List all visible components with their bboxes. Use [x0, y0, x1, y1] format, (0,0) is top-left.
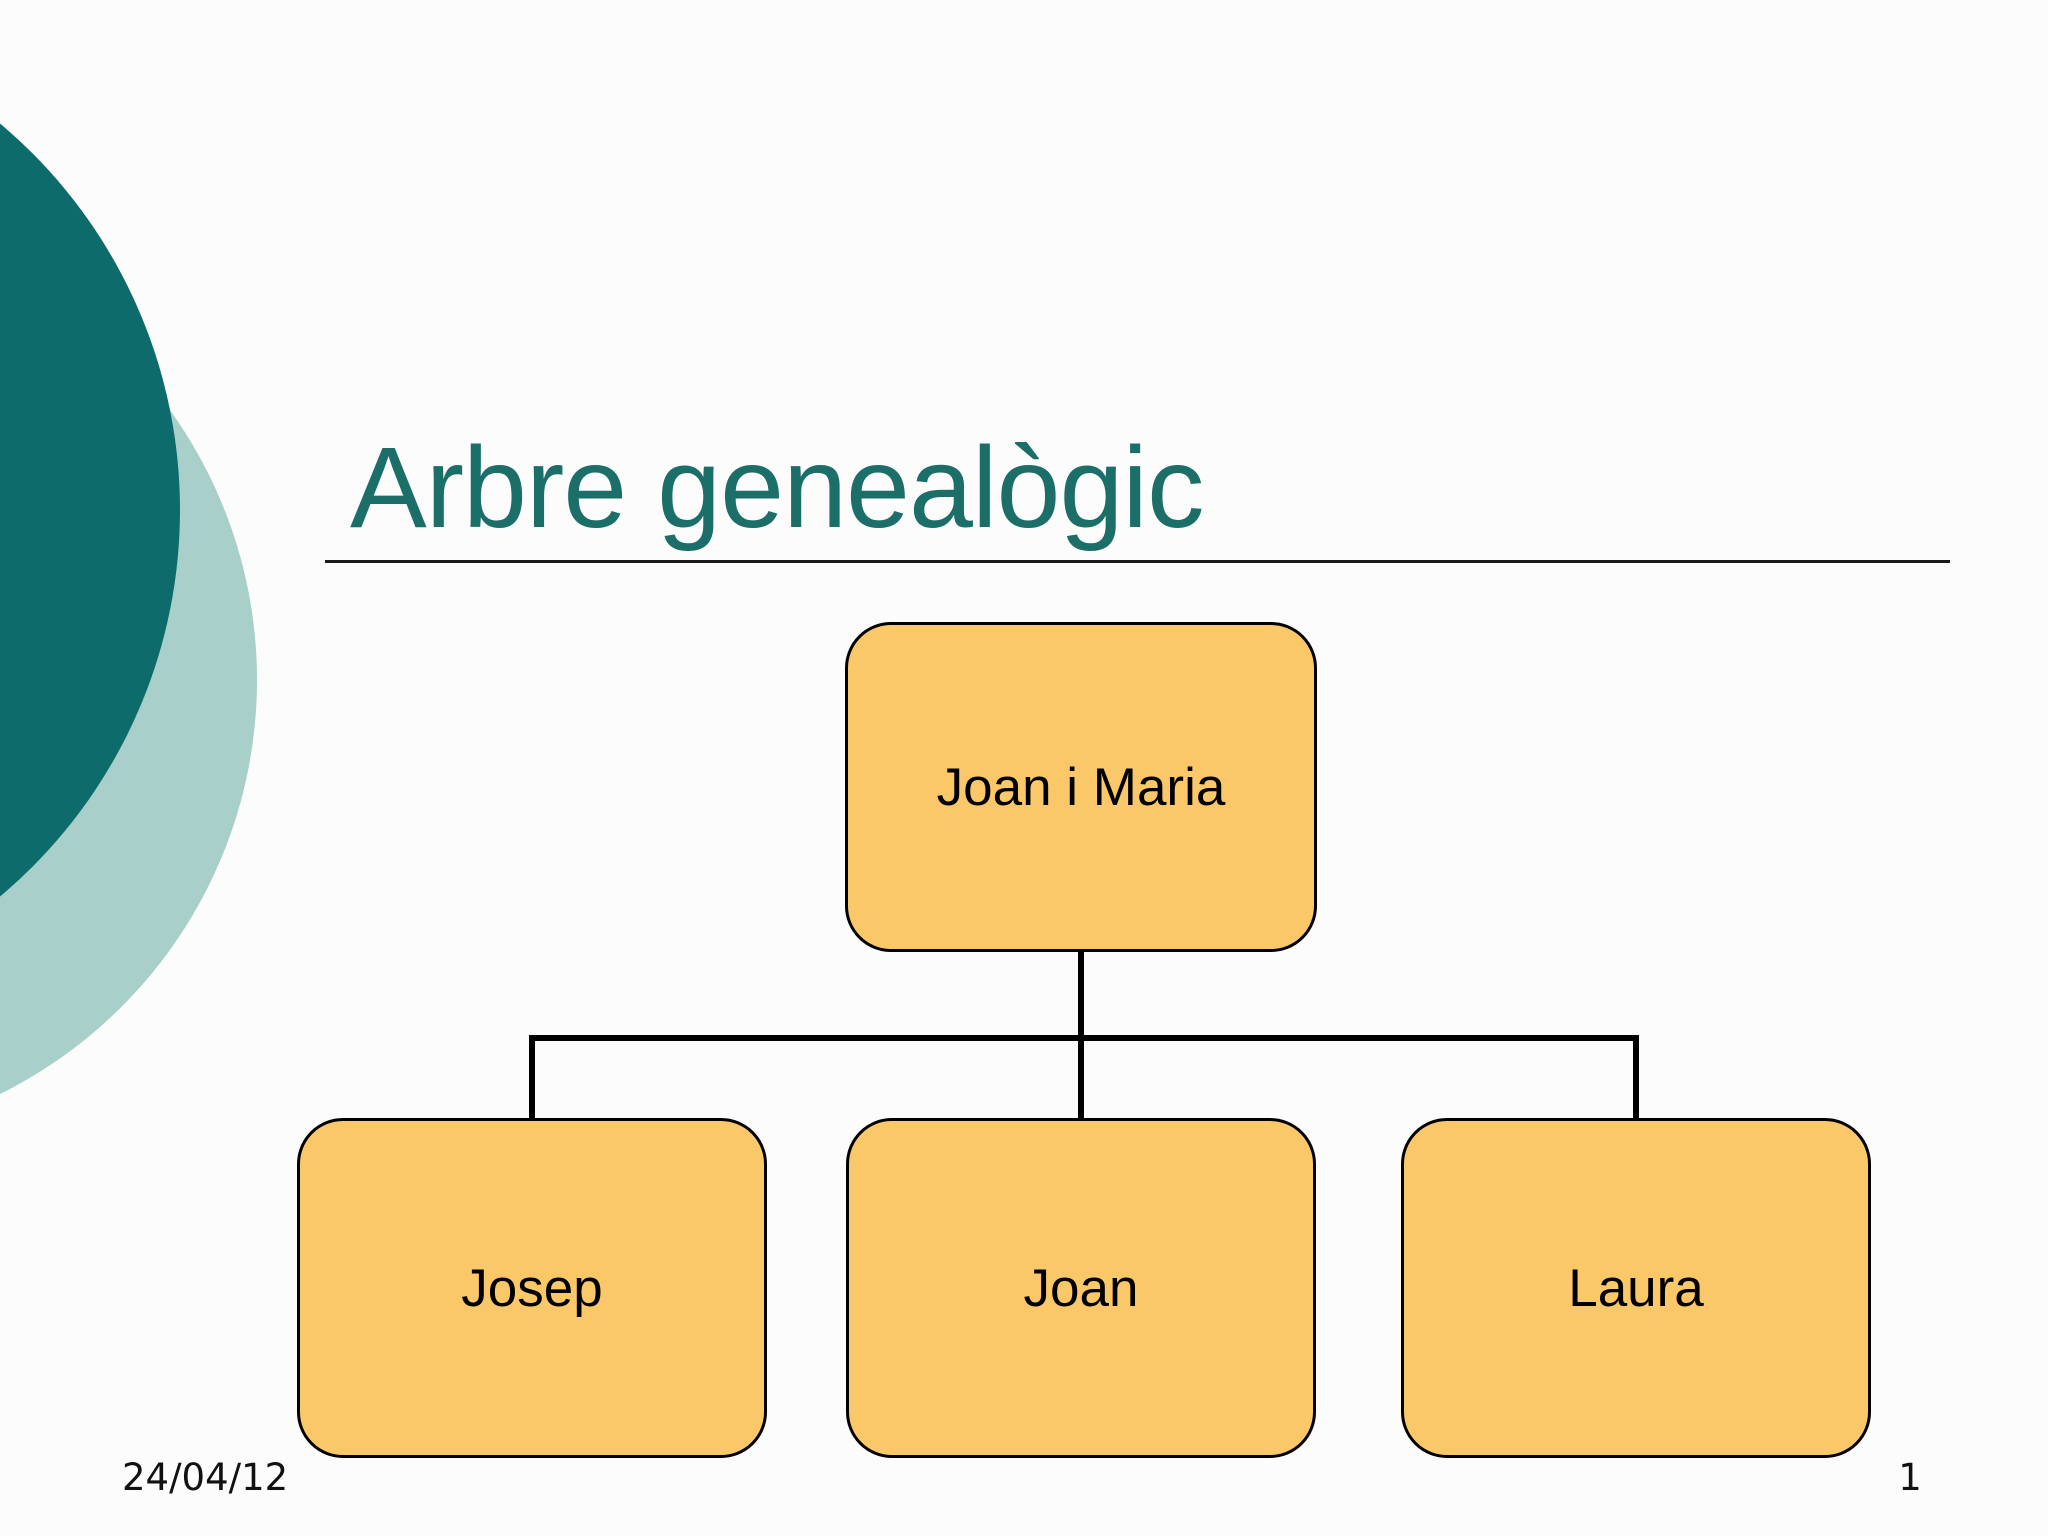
- tree-node-root: Joan i Maria: [845, 622, 1317, 952]
- connector-horizontal-bar: [529, 1035, 1639, 1041]
- tree-node-child-3-label: Laura: [1568, 1258, 1704, 1318]
- tree-node-root-label: Joan i Maria: [936, 757, 1226, 817]
- tree-node-child-1: Josep: [297, 1118, 767, 1458]
- page-number: 1: [1898, 1456, 1922, 1499]
- connector-drop-left: [529, 1035, 535, 1121]
- slide-title: Arbre genealògic: [350, 424, 1204, 552]
- tree-node-child-2: Joan: [846, 1118, 1316, 1458]
- footer-date: 24/04/12: [122, 1456, 289, 1499]
- connector-drop-middle: [1078, 1035, 1084, 1121]
- title-underline: [325, 560, 1950, 563]
- connector-drop-right: [1633, 1035, 1639, 1121]
- connector-root-stub: [1078, 950, 1084, 1038]
- tree-node-child-2-label: Joan: [1023, 1258, 1139, 1318]
- tree-node-child-3: Laura: [1401, 1118, 1871, 1458]
- tree-node-child-1-label: Josep: [461, 1258, 603, 1318]
